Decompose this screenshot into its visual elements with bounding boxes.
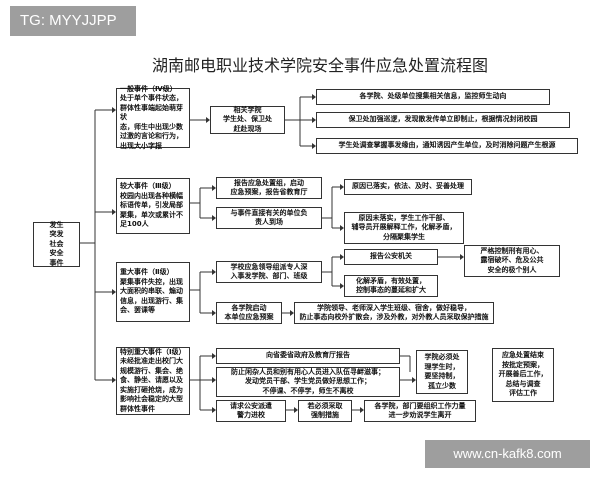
- l4-final: 应急处置结束 按批定预案， 开展善后工作， 总结与调查 评估工作: [492, 348, 554, 402]
- l3-plan-action: 学院领导、老师深入学生班级、宿舍，做好稳导， 防止事态向校外扩散会，涉及外教，对…: [294, 302, 494, 324]
- diagram-title: 湖南邮电职业技术学院安全事件应急处置流程图: [151, 56, 488, 75]
- l4-troops: 请求公安派遣 警力进校: [216, 400, 286, 422]
- l4-college: 学院必须处 理学生时， 要坚持制， 孤立少数: [416, 350, 468, 394]
- l1-action-2: 保卫处加强巡逻，发现散发传单立即制止，根据情况封闭校园: [316, 112, 570, 128]
- l2-action-2: 原因未落实，学生工作干部、 辅导员开展解释工作，化解矛盾， 分隔聚集学生: [344, 212, 464, 244]
- l4-depts: 各学院，部门要组织工作力量 进一步劝说学生离开: [364, 400, 476, 422]
- l1-action-3: 学生处调查掌握事发缘由，通知诱因产生单位，及时消除问题产生根源: [316, 138, 578, 154]
- l3-plan: 各学院启动 本单位应急预案: [216, 302, 282, 324]
- l2-action-1: 原因已落实，依法、及时、妥善处理: [344, 179, 472, 195]
- l3-police: 报告公安机关: [344, 249, 438, 265]
- start-node: 发生 突发 社会 安全 事件: [33, 221, 80, 267]
- watermark-bottom: www.cn-kafk8.com: [425, 440, 590, 468]
- l4-report: 向省委省政府及教育厅报告: [216, 348, 400, 364]
- level-3-major: 较大事件（Ⅲ级） 校园内出现各种横幅 标语传单，引发局部 聚集，单次或累计不 足…: [116, 178, 190, 234]
- l2-report: 报告应急处置组，启动 应急预案，报告省教育厅: [216, 177, 322, 199]
- l3-leaders: 学校应急领导组派专人深 入事发学院、部门、班级: [216, 261, 322, 283]
- l4-prevent: 防止闲杂人员和别有用心人员进入队伍寻衅滋事； 发动党员干部、学生党员做好思想工作…: [216, 367, 400, 397]
- l4-force: 若必须采取 强制措施: [298, 400, 352, 422]
- level-2-serious: 重大事件（Ⅱ级） 聚集事件失控，出现 大面积的串联、煽动 信息，出现游行、集 会…: [116, 262, 190, 322]
- l3-police-action: 严格控制刑有用心、 露宿破坏、危及公共 安全的极个别人: [464, 245, 560, 277]
- l1-unit: 相关学院 学生处、保卫处 赶赴现场: [210, 106, 285, 134]
- level-1-critical: 特别重大事件（Ⅰ级） 未经批准走出校门大 规模游行、集会、绝 食、静坐、请愿以及…: [116, 347, 190, 415]
- watermark-top: TG: MYYJJPP: [10, 6, 136, 36]
- l2-leaders: 与事件直接有关的单位负 责人到场: [216, 207, 322, 229]
- l1-action-1: 各学院、处级单位搜集相关信息，监控师生动向: [316, 89, 550, 105]
- level-4-general: 一般事件（Ⅳ级） 处于单个事件状态， 群体性事端起始萌芽状 态，师生中出现少数 …: [116, 85, 190, 150]
- l3-resolve: 化解矛盾，有效处置， 控制事态的蔓延和扩大: [344, 275, 438, 297]
